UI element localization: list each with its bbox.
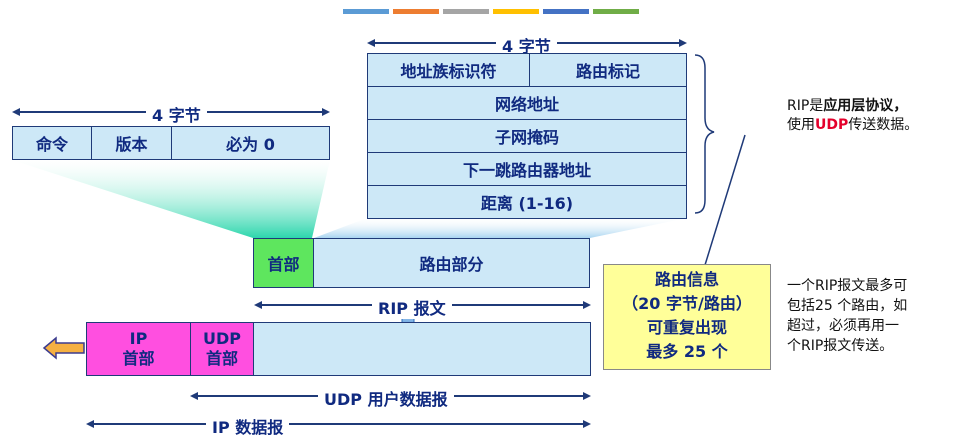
color-segment-5 xyxy=(543,9,589,14)
color-segment-3 xyxy=(443,9,489,14)
route-info-line3: 可重复出现 xyxy=(646,318,727,337)
note-bottom-line2: 包括25 个路由，如 xyxy=(787,298,908,314)
ip-span-label: IP 数据报 xyxy=(206,414,290,438)
route-info-line2: （20 字节/路由） xyxy=(622,294,752,313)
field-address-family: 地址族标识符 xyxy=(367,53,530,87)
route-info-box: 路由信息 （20 字节/路由） 可重复出现 最多 25 个 xyxy=(603,264,771,370)
rip-route-part: 路由部分 xyxy=(313,238,590,288)
field-network-address: 网络地址 xyxy=(367,86,687,120)
field-version: 版本 xyxy=(91,126,172,160)
rip-span-label: RIP 报文 xyxy=(372,295,452,319)
note-bottom-line4: 个RIP报文传送。 xyxy=(787,338,894,354)
field-must-zero: 必为 0 xyxy=(171,126,330,160)
route-brace xyxy=(694,54,715,214)
field-command: 命令 xyxy=(12,126,92,160)
note-bottom: 一个RIP报文最多可 包括25 个路由，如 超过，必须再用一 个RIP报文传送。 xyxy=(787,276,967,356)
note-top-part5: UDP xyxy=(815,117,849,133)
color-segment-2 xyxy=(393,9,439,14)
note-top-part2: 应用层协议 xyxy=(823,98,894,114)
route-funnel xyxy=(314,218,687,238)
note-top: RIP是应用层协议， 使用UDP传送数据。 xyxy=(787,97,967,135)
note-top-part4: 使用 xyxy=(787,117,815,133)
color-segment-6 xyxy=(593,9,639,14)
route-info-line4: 最多 25 个 xyxy=(646,342,728,361)
field-subnet-mask: 子网掩码 xyxy=(367,119,687,153)
udp-header-line1: UDP xyxy=(203,329,241,348)
route-info-line1: 路由信息 xyxy=(654,270,719,289)
field-distance: 距离 (1-16) xyxy=(367,185,687,219)
header-funnel xyxy=(12,160,330,238)
small-width-label: 4 字节 xyxy=(146,102,207,126)
color-segment-4 xyxy=(493,9,539,14)
note-bottom-line1: 一个RIP报文最多可 xyxy=(787,278,908,294)
udp-header: UDP 首部 xyxy=(190,322,254,376)
ip-header-line1: IP xyxy=(129,329,148,348)
rip-header: 首部 xyxy=(253,238,314,288)
left-arrow xyxy=(42,336,85,360)
field-next-hop: 下一跳路由器地址 xyxy=(367,152,687,186)
udp-header-line2: 首部 xyxy=(205,349,238,368)
color-segment-1 xyxy=(343,9,389,14)
note-top-part1: RIP是 xyxy=(787,98,824,114)
brace-connector xyxy=(704,134,746,266)
note-top-part6: 传送数据。 xyxy=(848,117,919,133)
udp-span-label: UDP 用户数据报 xyxy=(318,386,454,410)
field-route-tag: 路由标记 xyxy=(529,53,687,87)
top-color-bar xyxy=(343,9,639,14)
ip-header: IP 首部 xyxy=(86,322,191,376)
ip-header-line2: 首部 xyxy=(122,349,155,368)
note-top-part3: ， xyxy=(893,98,908,114)
udp-data xyxy=(253,322,591,376)
note-bottom-line3: 超过，必须再用一 xyxy=(787,318,899,334)
